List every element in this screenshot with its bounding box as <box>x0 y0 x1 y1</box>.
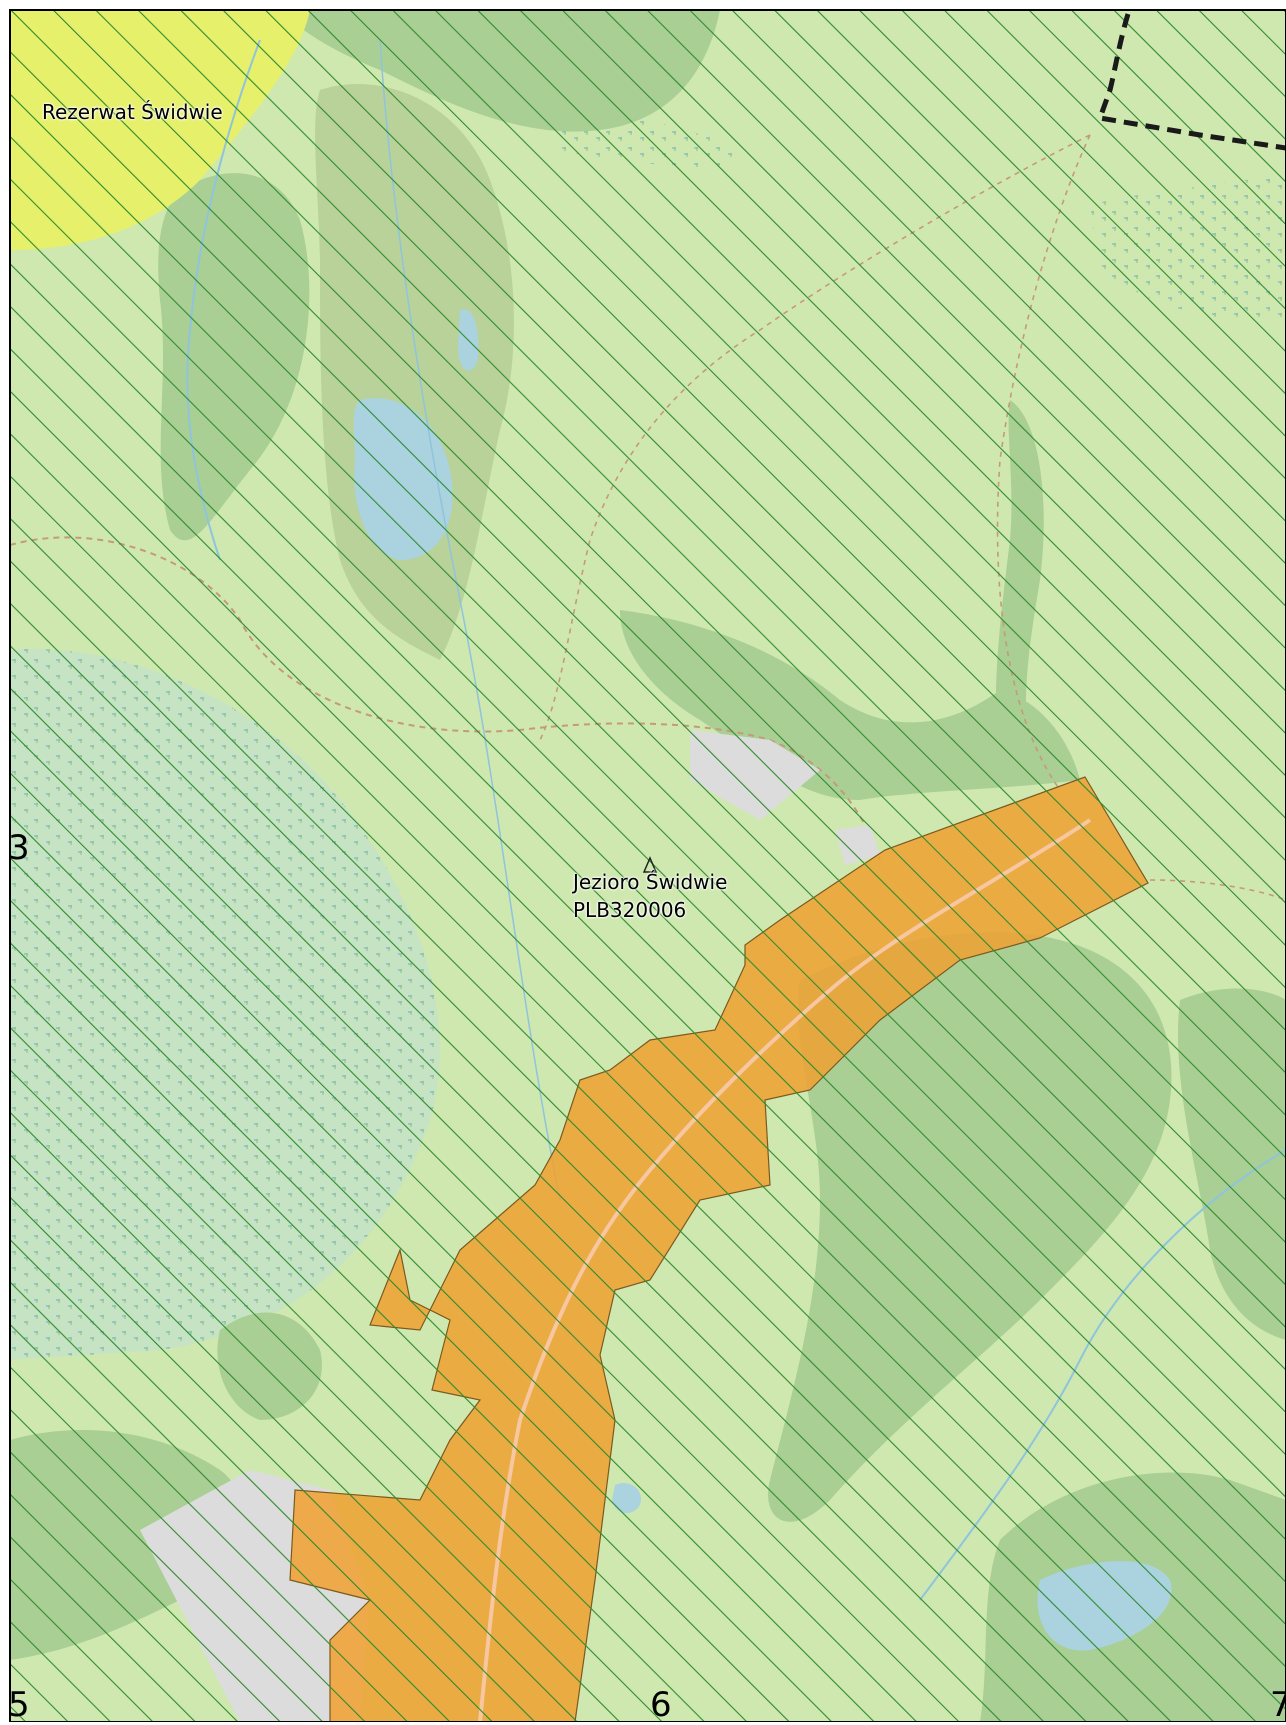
map-frame <box>9 9 1286 1722</box>
lake-label: Jezioro Świdwie <box>573 870 728 894</box>
grid-number-3: 3 <box>8 828 30 868</box>
grid-number-5: 5 <box>8 1685 30 1725</box>
reserve-label: Rezerwat Świdwie <box>42 100 223 124</box>
site-code-label: PLB320006 <box>573 898 687 922</box>
grid-number-6: 6 <box>650 1685 672 1725</box>
grid-number-7: 7 <box>1270 1685 1286 1725</box>
lake-marker-icon <box>642 856 658 873</box>
protected-area-boundary <box>1096 13 1286 151</box>
